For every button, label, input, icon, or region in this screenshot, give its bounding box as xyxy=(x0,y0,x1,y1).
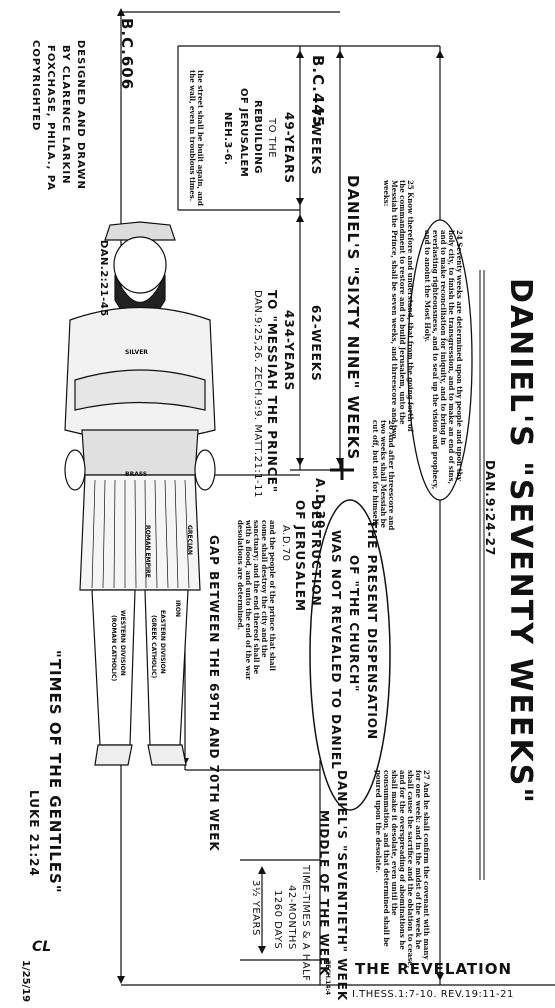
seven-weeks-years: 49-YEARS xyxy=(282,112,296,184)
gentiles-dan: DAN.2:21-45 xyxy=(98,240,109,317)
signature: CL xyxy=(32,939,52,955)
verse-26b: and the people of the prince that shall … xyxy=(236,520,277,680)
middle-time: TIME-TIMES & A HALF xyxy=(300,865,311,982)
destruction-label: DESTRUCTION xyxy=(309,500,323,607)
label-western: WESTERN DIVISION xyxy=(119,610,126,676)
revelation-zech: ZECH.14:4 xyxy=(324,960,331,996)
sixty-two-years: 434-YEARS xyxy=(282,310,296,392)
sixty-two-refs: DAN.9:25,26. ZECH.9:9. MATT.21:1-11 xyxy=(252,290,263,498)
label-brass: BRASS xyxy=(125,471,148,478)
seven-weeks-rebuilding: REBUILDING xyxy=(252,100,263,174)
date-bc606: B.C.606 xyxy=(118,18,136,91)
verse-27: 27 And he shall confirm the covenant wit… xyxy=(374,770,431,969)
label-iron: IRON xyxy=(174,600,181,617)
credit-copyright: COPYRIGHTED xyxy=(30,40,41,132)
revelation-refs: I.THESS.1:7-10. REV.19:11-21 xyxy=(352,989,514,1000)
gentiles-label: "TIMES OF THE GENTILES" xyxy=(46,650,64,894)
page-title: DANIEL'S "SEVENTY WEEKS" xyxy=(503,278,538,805)
title-reference: DAN.9:24-27 xyxy=(483,460,497,557)
dispensation-line2: OF "THE CHURCH" xyxy=(347,555,361,693)
date-signature: 1/25/19 xyxy=(20,960,31,1003)
seven-weeks-note: the street shall be built again, and the… xyxy=(188,70,205,206)
label-western-sub: (ROMAN CATHOLIC) xyxy=(110,615,117,682)
revelation-label: THE REVELATION xyxy=(355,960,513,978)
label-eastern-sub: (GREEK CATHOLIC) xyxy=(150,615,157,679)
verse24-oval xyxy=(407,219,473,501)
statue-figure xyxy=(64,221,216,766)
sixty-two-label: 62-WEEKS xyxy=(309,305,323,382)
seven-weeks-label: 7-WEEKS xyxy=(309,108,323,176)
dispensation-line1: THE PRESENT DISPENSATION xyxy=(365,520,379,741)
middle-half: 3½ YEARS xyxy=(250,880,261,936)
credit-by: BY CLARENCE LARKIN xyxy=(60,45,71,185)
seven-weeks-jerusalem: OF JERUSALEM xyxy=(238,88,249,178)
cross-icon xyxy=(330,458,354,480)
verse-25: 25 Know therefore and understand, that f… xyxy=(382,180,415,439)
gap-label: GAP BETWEEN THE 69TH AND 70TH WEEK xyxy=(207,535,221,852)
credit-place: FOXCHASE, PHILA., PA xyxy=(45,45,56,192)
middle-months: 42-MONTHS xyxy=(286,885,297,950)
destruction-date: A.D.70 xyxy=(280,525,291,562)
dispensation-oval xyxy=(309,499,391,811)
label-roman: ROMAN EMPIRE xyxy=(144,525,151,578)
seven-weeks-ref: NEH.3-6. xyxy=(222,112,233,166)
label-eastern: EASTERN DIVISION xyxy=(159,610,166,674)
label-silver: SILVER xyxy=(125,349,148,356)
verse-24: 24 Seventy weeks are determined upon thy… xyxy=(423,230,464,490)
middle-label: MIDDLE OF THE WEEK xyxy=(317,810,331,977)
seventieth-label: DANIEL'S "SEVENTIETH" WEEK xyxy=(335,770,349,1002)
dispensation-line3: WAS NOT REVEALED TO DANIEL xyxy=(329,530,343,770)
sixty-nine-label: DANIEL'S "SIXTY NINE" WEEKS xyxy=(344,175,362,461)
destruction-city: OF JERUSALEM xyxy=(293,500,307,612)
gentiles-ref: LUKE 21:24 xyxy=(27,790,41,877)
seven-weeks-to: TO THE xyxy=(266,118,277,159)
sixty-two-to: TO "MESSIAH THE PRINCE" xyxy=(265,290,279,494)
credit-designed: DESIGNED AND DRAWN xyxy=(75,40,86,190)
middle-days: 1260 DAYS xyxy=(272,890,283,950)
label-grecian: GRECIAN xyxy=(186,525,193,555)
